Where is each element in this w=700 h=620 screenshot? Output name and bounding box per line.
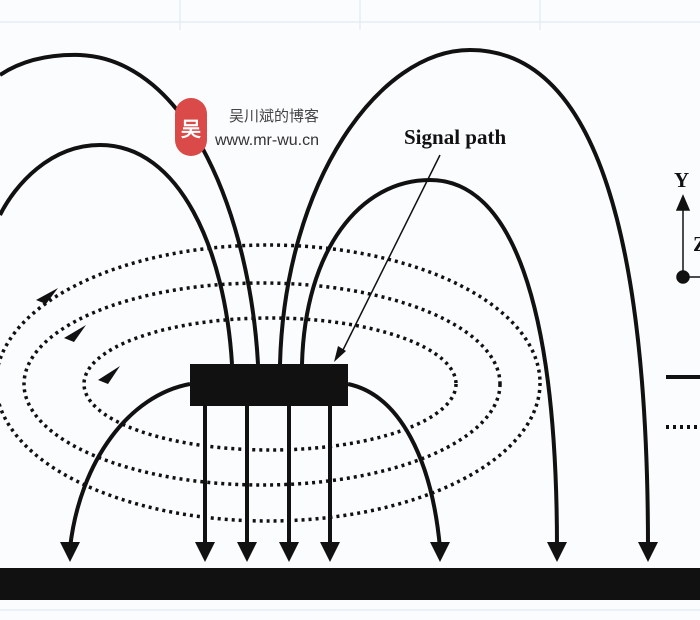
signal-path-label: Signal path — [404, 125, 507, 149]
watermark-seal: 吴 — [175, 98, 207, 156]
axis-y-label: Y — [674, 168, 690, 192]
signal-trace-chip — [190, 364, 348, 406]
watermark-url: www.mr-wu.cn — [215, 131, 320, 149]
axis-indicator — [675, 194, 700, 284]
dotted-field-loops — [0, 243, 542, 523]
field-arrowheads — [60, 542, 658, 562]
axis-z-label: Z — [693, 232, 700, 257]
signal-path-pointer — [334, 154, 441, 362]
legend — [666, 375, 700, 429]
ground-plane — [0, 568, 700, 600]
solid-field-lines — [0, 47, 650, 549]
watermark: 吴 吴川斌的博客 www.mr-wu.cn — [175, 98, 319, 156]
loop-arrows — [36, 288, 120, 384]
watermark-title: 吴川斌的博客 — [229, 106, 320, 125]
